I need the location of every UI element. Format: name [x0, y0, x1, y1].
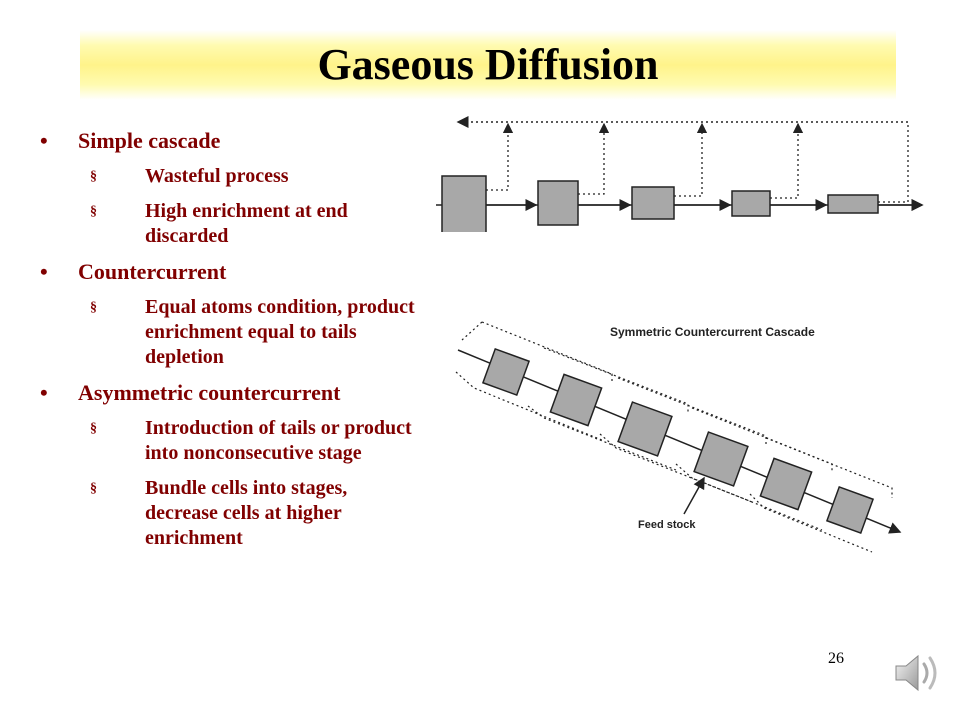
stage-box	[549, 373, 603, 427]
bullet-item: • Simple cascade	[40, 128, 420, 154]
bullet-dot: •	[40, 380, 48, 405]
bullet-dot: •	[40, 128, 48, 153]
stage-box	[617, 401, 673, 457]
stage-box	[827, 194, 879, 214]
sub-bullet-text: High enrichment at end discarded	[145, 200, 348, 247]
slide-title: Gaseous Diffusion	[317, 40, 659, 89]
page-number: 26	[828, 650, 844, 667]
sub-bullet-marker: §	[90, 481, 97, 496]
stage-box	[731, 190, 771, 217]
countercurrent-cascade-diagram: Symmetric Countercurrent Cascade Feed st…	[452, 312, 908, 570]
speaker-icon[interactable]	[892, 650, 944, 696]
sub-bullet-item: § Bundle cells into stages, decrease cell…	[40, 476, 420, 551]
sub-bullet-text: Bundle cells into stages, decrease cells…	[145, 477, 348, 549]
stage-box	[759, 457, 813, 511]
bullet-list: • Simple cascade § Wasteful process § High …	[40, 128, 420, 561]
simple-cascade-diagram	[436, 112, 928, 232]
sub-bullet-item: § Wasteful process	[40, 164, 420, 189]
stage-box	[441, 175, 487, 232]
diagram-title: Symmetric Countercurrent Cascade	[610, 325, 815, 339]
stage-box	[631, 186, 675, 220]
sub-bullet-text: Wasteful process	[145, 165, 289, 187]
stage-box	[825, 485, 875, 535]
sub-bullet-item: § Introduction of tails or product into n…	[40, 416, 420, 466]
bullet-item: • Countercurrent	[40, 259, 420, 285]
sub-bullet-item: § Equal atoms condition, product enrichme…	[40, 295, 420, 370]
feed-stock-label: Feed stock	[638, 519, 696, 531]
sub-bullet-marker: §	[90, 300, 97, 315]
sub-bullet-marker: §	[90, 421, 97, 436]
sub-bullet-text: Equal atoms condition, product enrichmen…	[145, 296, 415, 368]
stage-box	[693, 431, 749, 487]
sub-bullet-item: § High enrichment at end discarded	[40, 199, 420, 249]
bullet-text: Asymmetric countercurrent	[78, 380, 341, 405]
title-band	[80, 30, 896, 100]
sub-bullet-marker: §	[90, 204, 97, 219]
sub-bullet-text: Introduction of tails or product into no…	[145, 417, 412, 464]
bullet-item: • Asymmetric countercurrent	[40, 380, 420, 406]
sub-bullet-marker: §	[90, 169, 97, 184]
bullet-dot: •	[40, 259, 48, 284]
bullet-text: Simple cascade	[78, 128, 221, 153]
stage-box	[537, 180, 579, 226]
bullet-text: Countercurrent	[78, 259, 227, 284]
stage-box	[481, 347, 531, 397]
